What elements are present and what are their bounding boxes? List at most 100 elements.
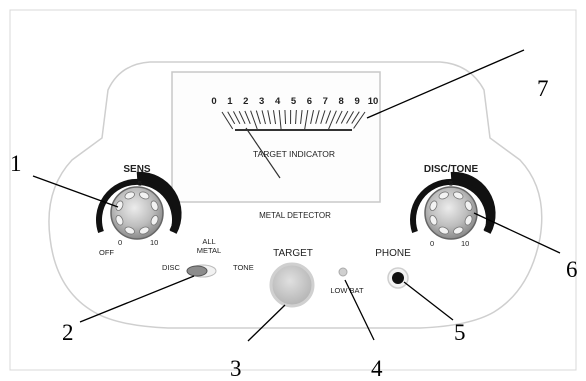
meter-tick	[255, 110, 261, 125]
phone-jack-label: PHONE	[375, 248, 411, 259]
disc-mode-label: DISC	[162, 263, 181, 272]
diagram-frame	[9, 9, 577, 371]
mode-switch-lever[interactable]	[186, 265, 208, 277]
knob-grip-notch	[115, 200, 124, 211]
knob-grip-notch	[453, 191, 464, 200]
callout-3: 3	[230, 356, 242, 381]
disc-tone-mid-label: 5	[449, 179, 453, 188]
meter-caption: TARGET INDICATOR	[253, 149, 335, 159]
meter-scale-number: 6	[307, 96, 312, 107]
leader-line-1	[32, 175, 119, 208]
meter-tick	[267, 110, 272, 125]
meter-scale-number: 3	[259, 96, 264, 107]
meter-tick	[325, 110, 332, 124]
meter-scale-number: 0	[211, 96, 216, 107]
disc-tone-knob[interactable]	[424, 186, 478, 240]
meter-tick	[300, 109, 303, 124]
leader-line-4	[344, 279, 375, 341]
panel-title: METAL DETECTOR	[259, 211, 331, 220]
meter-tick	[278, 110, 282, 131]
disc-tone-max-label: 10	[461, 239, 469, 248]
meter-scale-number: 8	[339, 96, 344, 107]
meter-tick	[328, 110, 337, 130]
knob-grip-notch	[139, 226, 150, 235]
phone-control[interactable]: PHONE	[375, 248, 411, 289]
meter-needle	[245, 127, 281, 179]
meter-tick	[340, 110, 349, 124]
meter-scale-number: 1	[227, 96, 233, 107]
sens-min-label: 0	[118, 238, 122, 247]
knob-grip-notch	[429, 200, 438, 211]
meter-tick	[244, 110, 251, 125]
low-bat-label: LOW BAT	[330, 286, 364, 295]
meter-tick	[315, 110, 320, 124]
meter-window	[171, 71, 381, 203]
callout-5: 5	[454, 320, 466, 345]
meter-tick	[238, 110, 246, 125]
disc-tone-control[interactable]: DISC/TONE 5 0 10	[410, 164, 496, 248]
all-metal-label-line1: ALL	[202, 237, 215, 246]
meter-tick	[232, 111, 241, 125]
target-button[interactable]	[269, 262, 315, 308]
callout-6: 6	[566, 257, 578, 282]
target-control[interactable]: TARGET	[269, 248, 315, 308]
meter-tick	[250, 110, 258, 130]
knob-grip-notch	[438, 191, 449, 200]
meter-tick	[221, 111, 234, 130]
knob-grip-notch	[464, 200, 473, 211]
meter-tick	[272, 110, 277, 125]
meter-tick	[346, 111, 354, 124]
meter-tick	[304, 110, 309, 130]
disc-tone-min-label: 0	[430, 239, 434, 248]
sens-dial-arc-thick	[136, 171, 182, 234]
meter-tick	[295, 109, 297, 125]
knob-grip-notch	[429, 215, 438, 226]
leader-line-3	[247, 304, 286, 342]
knob-grip-notch	[438, 226, 449, 235]
meter-scale-number: 7	[323, 96, 328, 107]
target-button-label: TARGET	[273, 248, 313, 259]
callout-7: 7	[537, 76, 549, 101]
leader-line-5	[403, 281, 454, 321]
callout-1: 1	[10, 151, 22, 176]
meter-tick	[227, 111, 236, 125]
knob-grip-notch	[453, 226, 464, 235]
phone-jack[interactable]	[392, 272, 404, 284]
meter-tick	[351, 111, 360, 124]
meter-tick	[310, 110, 315, 124]
sens-label: SENS	[123, 164, 151, 175]
disc-tone-knob-grip	[429, 191, 473, 235]
sens-off-label: OFF	[99, 248, 114, 257]
mode-switch[interactable]: ALL METAL DISC TONE	[162, 237, 254, 278]
meter-scale-number: 5	[291, 96, 297, 107]
meter-scale-number: 2	[243, 96, 248, 107]
sens-mid-label: 5	[138, 179, 142, 188]
meter-scale-number: 9	[354, 96, 359, 107]
disc-tone-label: DISC/TONE	[424, 164, 479, 175]
all-metal-label-line2: METAL	[197, 246, 221, 255]
meter-scale-number: 10	[368, 96, 379, 107]
knob-grip-notch	[124, 191, 135, 200]
tone-mode-label: TONE	[233, 263, 254, 272]
panel-housing	[48, 61, 543, 329]
sens-max-label: 10	[150, 238, 158, 247]
meter-tick	[353, 111, 366, 129]
low-bat-indicator	[338, 267, 348, 277]
meter-tick	[320, 110, 326, 124]
knob-grip-notch	[139, 191, 150, 200]
leader-line-7	[366, 49, 525, 119]
meter-tick	[284, 110, 287, 125]
sens-control[interactable]: SENS 5 0 10 OFF	[96, 164, 182, 257]
meter-scale-number: 4	[275, 96, 281, 107]
sens-knob[interactable]	[110, 186, 164, 240]
leader-line-6	[473, 212, 561, 254]
callout-4: 4	[371, 356, 383, 381]
knob-grip-notch	[150, 200, 159, 211]
disc-tone-dial-arc-thick	[450, 171, 496, 234]
meter-tick	[261, 110, 266, 125]
sens-knob-grip	[115, 191, 159, 235]
leader-line-2	[79, 275, 195, 323]
knob-grip-notch	[150, 215, 159, 226]
